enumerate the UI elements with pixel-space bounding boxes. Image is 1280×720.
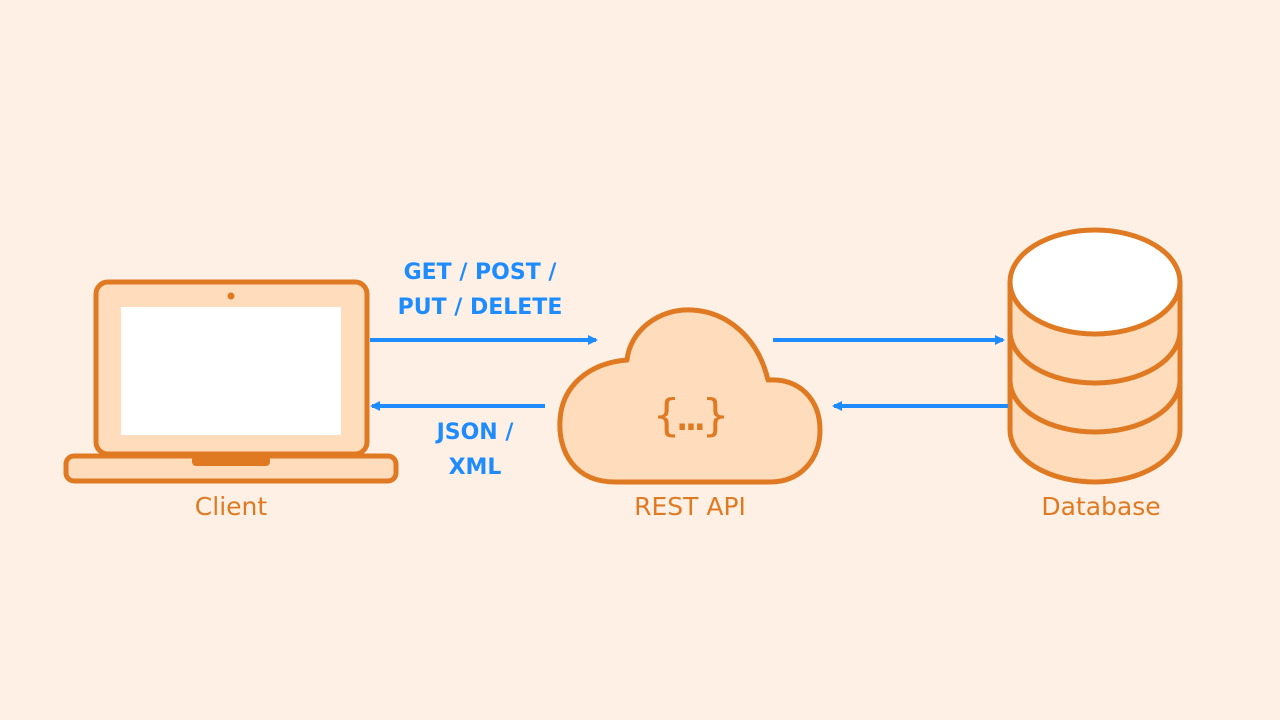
request-methods-line-1: GET / POST / bbox=[403, 260, 557, 285]
request-methods-label: GET / POST / PUT / DELETE bbox=[380, 255, 580, 325]
cloud-icon bbox=[557, 307, 823, 485]
response-format-label: JSON / XML bbox=[420, 415, 530, 485]
database-label: Database bbox=[1041, 492, 1161, 521]
api-braces-symbol: {…} bbox=[653, 390, 728, 441]
response-format-line-2: XML bbox=[448, 455, 502, 480]
rest-api-label: REST API bbox=[634, 492, 746, 521]
database-icon bbox=[1007, 227, 1183, 485]
request-methods-line-2: PUT / DELETE bbox=[397, 295, 563, 320]
response-format-line-1: JSON / bbox=[436, 420, 514, 445]
client-label: Client bbox=[194, 492, 268, 521]
laptop-icon bbox=[63, 279, 399, 484]
